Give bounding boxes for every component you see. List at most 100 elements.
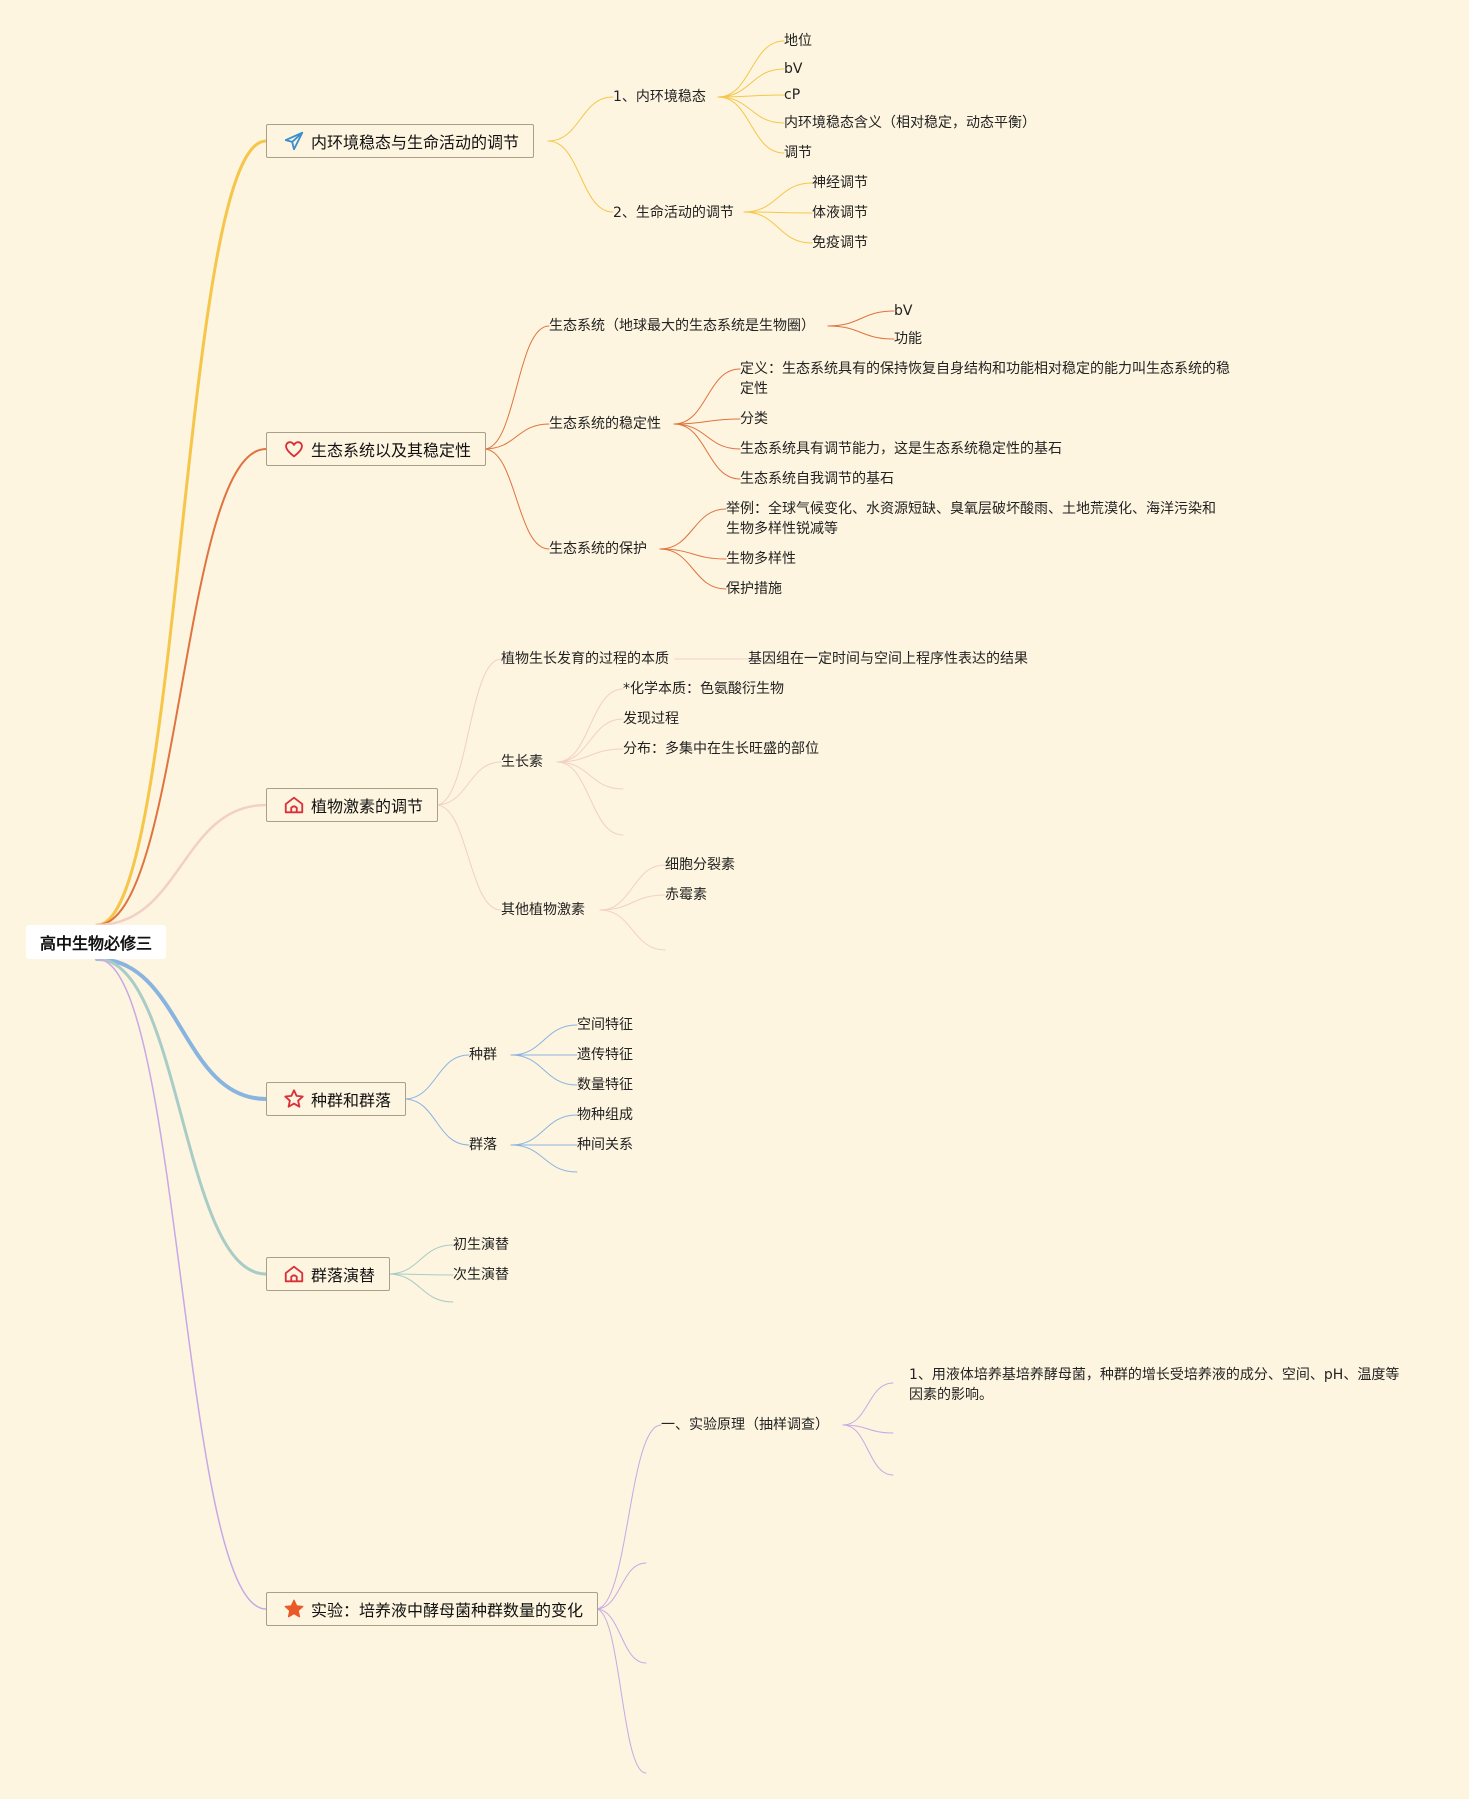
connector [842, 1424, 894, 1476]
topic-ecosystem-definition[interactable]: 生态系统（地球最大的生态系统是生物圈） [549, 318, 815, 334]
leaf-species-composition[interactable]: 物种组成 [577, 1107, 633, 1123]
connector [842, 1424, 894, 1434]
topic-life-regulation[interactable]: 2、生命活动的调节 [613, 205, 734, 221]
connector [599, 909, 666, 951]
leaf-primary-succession[interactable]: 初生演替 [453, 1237, 509, 1253]
connector [842, 1382, 894, 1426]
leaf-principle-detail[interactable]: 1、用液体培养基培养酵母菌，种群的增长受培养液的成分、空间、pH、温度等因素的影… [909, 1367, 1400, 1403]
branch-plant-hormones[interactable]: 植物激素的调节 [266, 788, 439, 822]
leaf-genetic[interactable]: 遗传特征 [577, 1047, 633, 1063]
topic-experiment-principle[interactable]: 一、实验原理（抽样调查） [661, 1417, 829, 1433]
leaf-bv[interactable]: bV [784, 61, 803, 77]
connector [717, 40, 785, 98]
connector [743, 182, 813, 213]
connector [717, 96, 785, 154]
connector [403, 1098, 470, 1146]
connector [483, 325, 550, 450]
connector [510, 1144, 578, 1173]
leaf-gene-expression[interactable]: 基因组在一定时间与空间上程序性表达的结果 [748, 651, 1028, 667]
connector [743, 211, 813, 214]
connector [659, 548, 727, 560]
leaf-neural[interactable]: 神经调节 [812, 175, 868, 191]
connector [556, 761, 624, 790]
connector [547, 96, 614, 142]
branch-succession[interactable]: 群落演替 [266, 1257, 391, 1291]
paper-plane-icon [283, 130, 305, 152]
leaf-homeostasis-meaning[interactable]: 内环境稳态含义（相对稳定，动态平衡） [784, 115, 1036, 131]
connector [743, 211, 813, 244]
topic-growth-essence[interactable]: 植物生长发育的过程的本质 [501, 651, 669, 667]
connector [387, 1244, 454, 1275]
topic-auxin[interactable]: 生长素 [501, 754, 543, 770]
root-connector [95, 957, 268, 1276]
connector [673, 418, 741, 425]
root-connector [95, 957, 268, 1101]
connector [673, 423, 741, 480]
house-icon [283, 1263, 305, 1285]
leaf-biodiversity[interactable]: 生物多样性 [726, 551, 796, 567]
branch-title: 内环境稳态与生命活动的调节 [311, 133, 520, 152]
leaf-position[interactable]: 地位 [784, 33, 812, 49]
connector [673, 423, 741, 450]
connector [387, 1273, 454, 1276]
star-outline-icon [283, 1088, 305, 1110]
connector [673, 368, 741, 425]
leaf-regulation-ability[interactable]: 生态系统具有调节能力，这是生态系统稳定性的基石 [740, 441, 1062, 457]
topic-population[interactable]: 种群 [469, 1047, 497, 1063]
leaf-protection-measures[interactable]: 保护措施 [726, 581, 782, 597]
connector [599, 894, 666, 911]
connector [717, 68, 785, 98]
branch-homeostasis[interactable]: 内环境稳态与生命活动的调节 [266, 124, 535, 158]
connector [827, 325, 895, 340]
branch-title: 生态系统以及其稳定性 [311, 441, 472, 460]
leaf-cytokinin[interactable]: 细胞分裂素 [665, 857, 735, 873]
leaf-cp[interactable]: cP [784, 87, 801, 103]
leaf-immune[interactable]: 免疫调节 [812, 235, 868, 251]
leaf-humoral[interactable]: 体液调节 [812, 205, 868, 221]
leaf-distribution[interactable]: 分布：多集中在生长旺盛的部位 [623, 741, 819, 757]
leaf-chemical-nature[interactable]: *化学本质：色氨酸衍生物 [623, 681, 784, 697]
connector [595, 1562, 647, 1610]
connector [595, 1608, 647, 1774]
topic-other-hormones[interactable]: 其他植物激素 [501, 902, 585, 918]
leaf-quantity[interactable]: 数量特征 [577, 1077, 633, 1093]
connector [510, 1114, 578, 1146]
leaf-spatial[interactable]: 空间特征 [577, 1017, 633, 1033]
leaf-examples[interactable]: 举例：全球气候变化、水资源短缺、臭氧层破坏酸雨、土地荒漠化、海洋污染和生物多样性… [726, 501, 1216, 537]
branch-population-community[interactable]: 种群和群落 [266, 1082, 407, 1116]
connector [547, 140, 614, 213]
branch-yeast-experiment[interactable]: 实验：培养液中酵母菌种群数量的变化 [266, 1592, 599, 1626]
connector [659, 548, 727, 590]
connector [435, 804, 502, 911]
leaf-secondary-succession[interactable]: 次生演替 [453, 1267, 509, 1283]
leaf-bv[interactable]: bV [894, 303, 913, 319]
root-topic[interactable]: 高中生物必修三 [26, 925, 166, 959]
connector [387, 1273, 454, 1303]
connector [483, 448, 550, 550]
leaf-interspecific[interactable]: 种间关系 [577, 1137, 633, 1153]
connector [659, 508, 727, 550]
leaf-stability-definition[interactable]: 定义：生态系统具有的保持恢复自身结构和功能相对稳定的能力叫生态系统的稳定性 [740, 361, 1230, 397]
connector [556, 718, 624, 763]
branch-ecosystem[interactable]: 生态系统以及其稳定性 [266, 432, 487, 466]
connector [595, 1608, 647, 1664]
connector [435, 658, 502, 806]
leaf-discovery[interactable]: 发现过程 [623, 711, 679, 727]
root-connector [96, 448, 267, 926]
leaf-regulation[interactable]: 调节 [784, 145, 812, 161]
topic-community[interactable]: 群落 [469, 1137, 497, 1153]
leaf-self-regulation[interactable]: 生态系统自我调节的基石 [740, 471, 894, 487]
connector [717, 94, 785, 98]
topic-homeostasis[interactable]: 1、内环境稳态 [613, 89, 706, 105]
leaf-classification[interactable]: 分类 [740, 411, 768, 427]
leaf-gibberellin[interactable]: 赤霉素 [665, 887, 707, 903]
topic-ecosystem-stability[interactable]: 生态系统的稳定性 [549, 416, 661, 432]
branch-title: 种群和群落 [311, 1091, 392, 1110]
connector [510, 1024, 578, 1056]
root-connector [95, 803, 268, 927]
root-connector [95, 139, 268, 927]
topic-ecosystem-protection[interactable]: 生态系统的保护 [549, 541, 647, 557]
connector [483, 423, 550, 450]
leaf-function[interactable]: 功能 [894, 331, 922, 347]
